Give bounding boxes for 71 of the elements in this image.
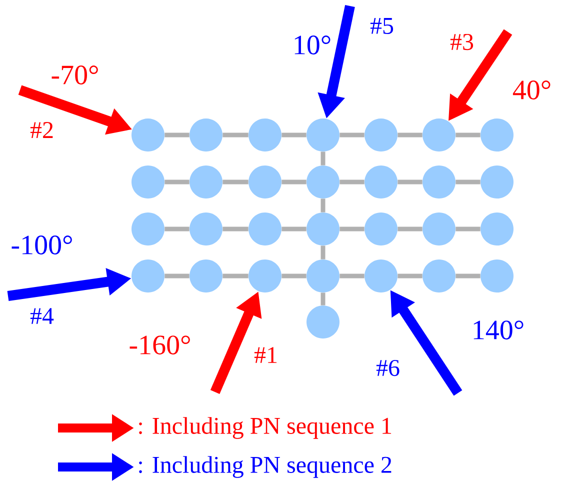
angle-label: -100° [12, 236, 72, 254]
array-element [190, 118, 222, 152]
connecting-line [320, 198, 326, 212]
connecting-line [282, 180, 306, 184]
connecting-line [398, 274, 422, 278]
array-element [364, 118, 398, 152]
array-element [132, 212, 164, 246]
connecting-line [340, 274, 364, 278]
array-element [422, 166, 456, 198]
array-element [422, 118, 456, 152]
connecting-line [320, 292, 326, 306]
connecting-line [456, 274, 480, 278]
array-element [306, 166, 340, 198]
array-element [480, 260, 514, 292]
connecting-line [340, 132, 364, 138]
array-element [306, 212, 340, 246]
connecting-line [398, 132, 422, 138]
array-element [364, 260, 398, 292]
angle-label: #4 [30, 308, 54, 324]
angle-label: #3 [450, 34, 474, 50]
array-element [364, 212, 398, 246]
connecting-line [398, 226, 422, 232]
connecting-line [164, 226, 190, 232]
array-element [480, 118, 514, 152]
array-element [132, 260, 164, 292]
connecting-line [222, 274, 248, 278]
connecting-line [398, 180, 422, 184]
array-element [248, 166, 282, 198]
connecting-line [282, 226, 306, 232]
legend-text: : Including PN sequence 2 [139, 456, 392, 478]
angle-label: #6 [376, 360, 400, 376]
array-element [190, 212, 222, 246]
connecting-line [164, 274, 190, 278]
connecting-line [456, 132, 480, 138]
legend-text: : Including PN sequence 1 [139, 417, 392, 439]
connecting-line [340, 226, 364, 232]
array-element [132, 166, 164, 198]
angle-label: 40° [512, 80, 550, 100]
array-element [248, 212, 282, 246]
array-element [190, 166, 222, 198]
array-element [422, 212, 456, 246]
array-element [422, 260, 456, 292]
angle-label: -160° [130, 336, 190, 354]
array-element [306, 118, 340, 152]
connecting-line [222, 132, 248, 138]
array-element [306, 306, 340, 338]
array-element [132, 118, 164, 152]
array-element [480, 166, 514, 198]
angle-label: 10° [294, 36, 330, 54]
connecting-line [164, 180, 190, 184]
connecting-line [282, 274, 306, 278]
array-element [306, 260, 340, 292]
angle-label: 140° [474, 320, 524, 340]
array-element [190, 260, 222, 292]
angle-label: #1 [254, 347, 277, 363]
connecting-line [340, 180, 364, 184]
angle-label: #2 [30, 122, 53, 138]
connecting-line [222, 226, 248, 232]
array-element [248, 118, 282, 152]
array-element [480, 212, 514, 246]
angle-label: -70° [52, 66, 98, 84]
connecting-line [320, 246, 326, 260]
connecting-line [222, 180, 248, 184]
connecting-line [164, 132, 190, 138]
array-element [364, 166, 398, 198]
array-element [248, 260, 282, 292]
connecting-line [456, 180, 480, 184]
angle-label: #5 [370, 18, 394, 34]
connecting-line [320, 152, 326, 166]
connecting-line [456, 226, 480, 232]
connecting-line [282, 132, 306, 138]
